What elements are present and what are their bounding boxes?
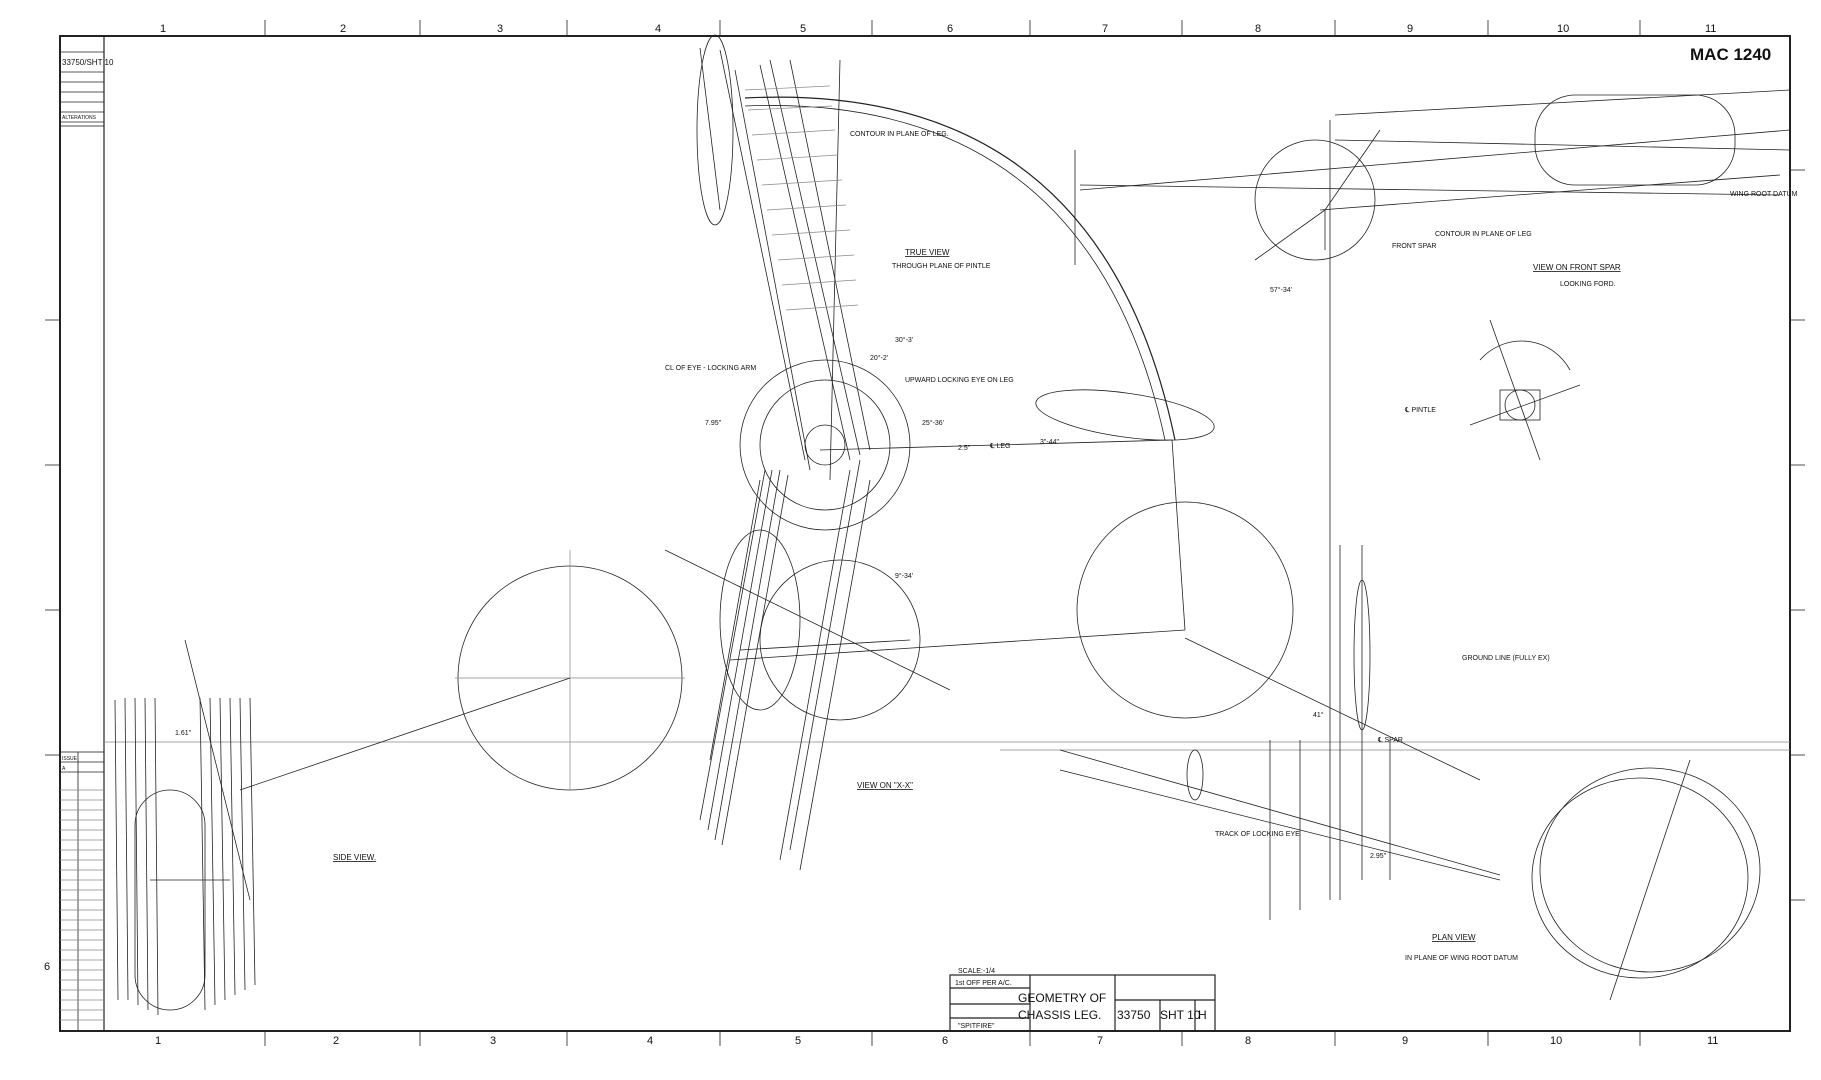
zone-numbers-bottom: 1 2 3 4 5 6 7 8 9 10 11	[155, 1035, 1718, 1047]
annotation: ℄ PINTLE	[1404, 407, 1436, 414]
side-zone-number: 6	[44, 961, 50, 973]
true-view-leg	[696, 34, 1331, 900]
zone-number: 1	[155, 1035, 161, 1047]
zone-number: 1	[160, 23, 166, 35]
dimension: 57°-34'	[1270, 286, 1292, 294]
leg-hatching	[744, 85, 859, 311]
zone-number: 5	[795, 1035, 801, 1047]
front-spar-sublabel: LOOKING FORD.	[1560, 281, 1616, 288]
annotation: WING ROOT DATUM	[1730, 191, 1798, 198]
dimension: 25°-36'	[922, 419, 944, 427]
title-drawing-number: 33750	[1117, 1008, 1151, 1022]
zone-number: 7	[1102, 23, 1108, 35]
plan-wheel	[1531, 759, 1761, 1001]
zone-number: 3	[497, 23, 503, 35]
dimension: 2.5"	[958, 445, 971, 452]
zone-number: 8	[1245, 1035, 1251, 1047]
annotation: CONTOUR IN PLANE OF LEG.	[850, 131, 949, 138]
revision-issue-first: A	[62, 766, 66, 772]
title-scale: SCALE:-1/4	[958, 968, 995, 975]
annotation: ℄ LEG	[989, 443, 1010, 450]
zone-number: 10	[1557, 23, 1569, 35]
title-sheet-number: SHT 10	[1160, 1008, 1201, 1022]
dimension: 9°-34'	[895, 572, 913, 580]
dimension: 30°-3'	[895, 336, 913, 344]
drawing-ref: MAC 1240	[1690, 45, 1771, 64]
dimension: 1.61"	[175, 730, 192, 737]
revision-rows	[60, 789, 104, 1021]
lower-leg	[664, 459, 951, 871]
zone-number: 2	[340, 23, 346, 35]
revision-block	[59, 35, 105, 1032]
zone-number: 3	[490, 1035, 496, 1047]
plan-view-label: PLAN VIEW	[1432, 933, 1476, 942]
front-spar-view	[1079, 89, 1791, 261]
side-view-label: SIDE VIEW.	[333, 853, 376, 862]
annotation: ℄ SPAR	[1377, 737, 1403, 744]
zone-number: 6	[947, 23, 953, 35]
dimension: 7.95"	[705, 420, 722, 427]
title-issue-letter: H	[1198, 1008, 1207, 1022]
zone-number: 10	[1550, 1035, 1562, 1047]
front-spar-view-label: VIEW ON FRONT SPAR	[1533, 263, 1621, 272]
revision-issue-header: ISSUE	[62, 756, 78, 762]
annotation: GROUND LINE (FULLY EX)	[1462, 655, 1550, 662]
title-ref-note: 1st OFF PER A/C.	[955, 980, 1012, 987]
zone-number: 9	[1402, 1035, 1408, 1047]
plan-view-sublabel: IN PLANE OF WING ROOT DATUM	[1405, 955, 1518, 962]
zone-numbers-top: 1 2 3 4 5 6 7 8 9 10 11	[160, 23, 1716, 35]
annotation: FRONT SPAR	[1392, 243, 1436, 250]
zone-number: 4	[655, 23, 661, 35]
dimension: 41°	[1313, 711, 1324, 719]
annotation: CL OF EYE - LOCKING ARM	[665, 365, 756, 372]
true-view-label: TRUE VIEW	[905, 248, 950, 257]
dimension: 20°-2'	[870, 354, 888, 362]
zone-number: 4	[647, 1035, 653, 1047]
side-view-leg	[114, 639, 256, 1016]
annotation: CONTOUR IN PLANE OF LEG	[1435, 231, 1532, 238]
sheet-border-outer	[59, 35, 1791, 1032]
dimension: 3"-44"	[1040, 439, 1059, 446]
zone-number: 11	[1707, 1035, 1718, 1047]
title-line-2: CHASSIS LEG.	[1018, 1008, 1101, 1022]
zone-number: 5	[800, 23, 806, 35]
sheet-border-inner	[103, 35, 1791, 1032]
annotation: TRACK OF LOCKING EYE	[1215, 831, 1300, 838]
zone-number: 2	[333, 1035, 339, 1047]
leg-swing-arc	[744, 96, 1176, 441]
title-line-1: GEOMETRY OF	[1018, 991, 1106, 1005]
zone-number: 8	[1255, 23, 1261, 35]
annotation: UPWARD LOCKING EYE ON LEG	[905, 377, 1014, 384]
true-view-wheel	[1076, 501, 1481, 781]
side-wheel	[239, 550, 685, 791]
title-block	[949, 974, 1216, 1032]
zone-number: 6	[942, 1035, 948, 1047]
revision-alterations-label: ALTERATIONS	[62, 115, 97, 121]
dimension: 2.95"	[1370, 853, 1387, 860]
zone-number: 7	[1097, 1035, 1103, 1047]
revision-drawing-ref: 33750/SHT 10	[62, 58, 114, 67]
plan-view-geometry	[1059, 545, 1501, 920]
title-aircraft: "SPITFIRE"	[958, 1023, 995, 1030]
true-view-sublabel: THROUGH PLANE OF PINTLE	[892, 263, 991, 270]
view-xx-label: VIEW ON "X-X"	[857, 781, 913, 790]
zone-number: 11	[1705, 23, 1716, 35]
pintle-detail	[1469, 319, 1581, 461]
zone-ticks	[45, 20, 1805, 1046]
zone-number: 9	[1407, 23, 1413, 35]
